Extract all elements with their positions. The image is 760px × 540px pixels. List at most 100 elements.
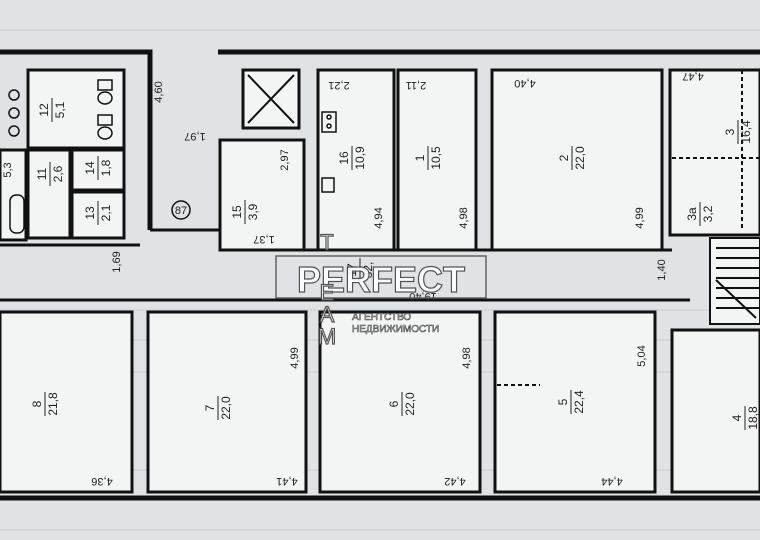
- watermark-letter-1: Т: [320, 230, 333, 255]
- room-number: 1: [413, 154, 427, 161]
- dim-4-41: 4,41: [276, 475, 297, 487]
- room-number: 16: [337, 151, 351, 165]
- dim-2-11: 2,11: [406, 79, 427, 91]
- lower-rooms: [0, 310, 760, 494]
- room-area: 5,1: [53, 101, 67, 118]
- room-area: 10,9: [353, 146, 367, 170]
- room-number: 8: [30, 400, 44, 407]
- room-number: 5: [556, 398, 570, 405]
- room-area: 3,2: [701, 205, 715, 222]
- staircase: [709, 237, 760, 325]
- room-area: 22,0: [573, 146, 587, 170]
- room-number: 4: [730, 414, 744, 421]
- room-area: 10,5: [429, 146, 443, 170]
- room-12-shape: [26, 68, 126, 150]
- room-7-shape: [146, 310, 308, 494]
- dim-1-37: 1,37: [253, 233, 274, 245]
- dim-4-47: 4,47: [682, 70, 703, 82]
- room-8-shape: [0, 310, 134, 494]
- room-area: 18,8: [746, 406, 760, 430]
- dim-4-44: 4,44: [601, 475, 622, 487]
- watermark-letter-2: Е: [320, 280, 335, 305]
- room-number: 12: [37, 103, 51, 117]
- watermark-logo: PERFECT Т Е А М АГЕНТСТВО НЕДВИЖИМОСТИ: [275, 229, 487, 350]
- dim-4-98-top: 4,98: [458, 207, 470, 228]
- dim-2-21: 2,21: [328, 79, 349, 91]
- room-number: 13: [83, 206, 97, 220]
- partitions: [497, 70, 760, 386]
- watermark-letter-4: М: [318, 324, 336, 349]
- dim-4-99-top: 4,99: [634, 207, 646, 228]
- room-15-shape: [218, 138, 306, 252]
- room-area: 2,1: [99, 204, 113, 221]
- room-area: 2,6: [51, 165, 65, 182]
- room-5-shape: [493, 310, 657, 494]
- room-number: 6: [387, 400, 401, 407]
- dim-4-36: 4,36: [91, 475, 112, 487]
- upper-rooms: [0, 68, 760, 252]
- room-area: 32,: [361, 262, 375, 279]
- room-11-shape: [26, 148, 72, 240]
- room-area: 16,4: [739, 120, 753, 144]
- dim-1-69: 1,69: [111, 251, 123, 272]
- dim-5-04: 5,04: [636, 345, 648, 366]
- room-6-shape: [318, 310, 482, 494]
- dim-5-3: 5,3: [2, 162, 14, 177]
- toilet-icon: [8, 79, 113, 234]
- marker-87: 87: [171, 200, 191, 220]
- room-number: 17: [345, 263, 359, 277]
- dim-4-42: 4,42: [444, 475, 465, 487]
- dim-1-97: 1,97: [184, 130, 205, 142]
- elevator-cross: [247, 74, 295, 124]
- marker-label: 87: [175, 205, 187, 217]
- room-number: 14: [83, 161, 97, 175]
- room-number: 15: [230, 205, 244, 219]
- room-3-shape: [668, 68, 760, 237]
- dim-1-40: 1,40: [656, 259, 668, 280]
- watermark-letter-3: А: [320, 302, 335, 327]
- watermark-tagline-2: НЕДВИЖИМОСТИ: [352, 324, 439, 335]
- watermark-tagline-1: АГЕНТСТВО: [352, 312, 411, 323]
- room-number: 3а: [685, 207, 699, 221]
- room-16-shape: [316, 68, 396, 252]
- dim-4-94: 4,94: [373, 207, 385, 228]
- room-number: 2: [557, 154, 571, 161]
- dim-4-40: 4,40: [514, 77, 535, 89]
- room-area: 3,9: [246, 203, 260, 220]
- room-area: 22,4: [572, 390, 586, 414]
- room-number: 11: [35, 167, 49, 180]
- dim-19-40: 19,40: [409, 290, 437, 302]
- room-area: 1,8: [99, 159, 113, 176]
- room-area: 21,8: [46, 392, 60, 416]
- room-number: 3: [723, 128, 737, 135]
- room-area: 22,0: [403, 392, 417, 416]
- room-2-shape: [490, 68, 664, 252]
- dim-4-99-bot: 4,99: [289, 347, 301, 368]
- watermark-brand: PERFECT: [297, 259, 465, 300]
- dim-4-60: 4,60: [153, 81, 165, 102]
- dim-4-98-bot: 4,98: [461, 347, 473, 368]
- room-number: 7: [203, 404, 217, 411]
- room-1-shape: [396, 68, 478, 252]
- exterior-walls: [0, 49, 760, 501]
- stove-icon: [321, 111, 337, 193]
